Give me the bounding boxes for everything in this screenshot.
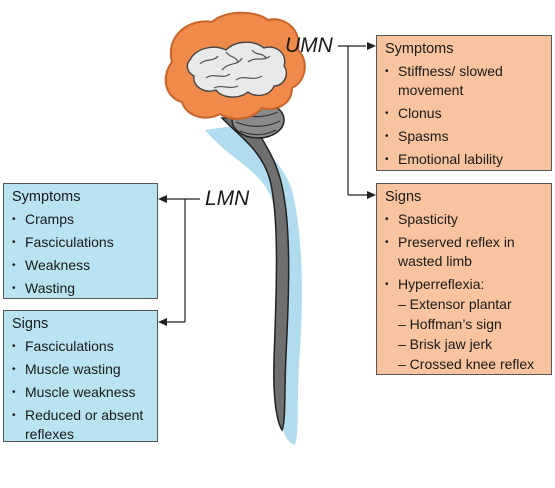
list-item: Cramps xyxy=(12,210,149,229)
list-item: Muscle wasting xyxy=(12,360,149,379)
umn-symptoms-box: Symptoms Stiffness/ slowed movement Clon… xyxy=(376,35,552,171)
list-item: Spasms xyxy=(385,127,543,146)
lmn-symptoms-list: Cramps Fasciculations Weakness Wasting xyxy=(12,210,149,298)
spinal-cord-icon xyxy=(220,117,290,432)
list-item: Preserved reflex in wasted limb xyxy=(385,233,543,271)
list-item: Stiffness/ slowed movement xyxy=(385,62,543,100)
list-item: Fasciculations xyxy=(12,233,149,252)
umn-signs-list: Spasticity Preserved reflex in wasted li… xyxy=(385,210,543,374)
umn-connector xyxy=(338,45,370,196)
list-item: Muscle weakness xyxy=(12,383,149,402)
list-subitem: – Crossed knee reflex xyxy=(398,356,535,372)
list-item: Weakness xyxy=(12,256,149,275)
umn-signs-title: Signs xyxy=(385,189,422,205)
umn-symptoms-list: Stiffness/ slowed movement Clonus Spasms… xyxy=(385,62,543,169)
list-subitem: – Hoffman’s sign xyxy=(398,316,502,332)
list-item: Hyperreflexia: xyxy=(385,275,543,294)
lmn-signs-box: Signs Fasciculations Muscle wasting Musc… xyxy=(3,310,158,442)
umn-symptoms-title: Symptoms xyxy=(385,41,454,57)
lmn-symptoms-box: Symptoms Cramps Fasciculations Weakness … xyxy=(3,183,158,299)
list-subitem: – Brisk jaw jerk xyxy=(398,336,493,352)
lmn-label: LMN xyxy=(205,187,250,210)
umn-signs-box: Signs Spasticity Preserved reflex in was… xyxy=(376,183,552,375)
list-item: Wasting xyxy=(12,279,149,298)
list-item: Emotional lability xyxy=(385,150,543,169)
list-item: Spasticity xyxy=(385,210,543,229)
list-item: Clonus xyxy=(385,104,543,123)
lmn-signs-list: Fasciculations Muscle wasting Muscle wea… xyxy=(12,337,149,444)
umn-label: UMN xyxy=(285,34,333,57)
lmn-signs-title: Signs xyxy=(12,316,49,332)
list-item: Reduced or absent reflexes xyxy=(12,406,149,444)
list-item: Fasciculations xyxy=(12,337,149,356)
lmn-symptoms-title: Symptoms xyxy=(12,189,81,205)
lmn-connector xyxy=(164,198,200,323)
list-subitem: – Extensor plantar xyxy=(398,296,512,312)
